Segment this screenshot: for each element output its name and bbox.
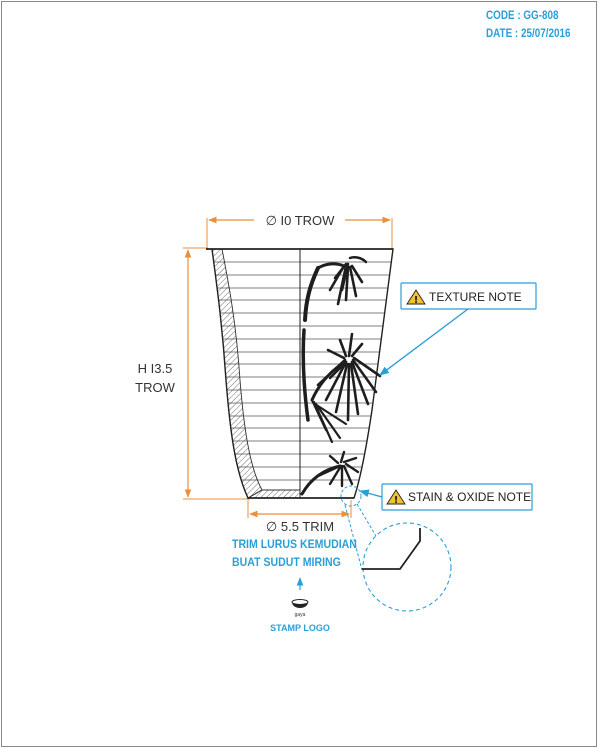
svg-text:!: ! bbox=[414, 295, 419, 306]
wall-section-hatch bbox=[211, 248, 263, 499]
height-dimension bbox=[183, 247, 250, 500]
instruction-line1: TRIM LURUS KEMUDIAN bbox=[232, 538, 357, 551]
top-diameter-dimension bbox=[206, 216, 393, 250]
stain-note-callout: ! STAIN & OXIDE NOTE bbox=[359, 483, 533, 511]
bottom-diameter-label: ∅ 5.5 TRIM bbox=[266, 519, 334, 534]
stamp-logo-label: STAMP LOGO bbox=[270, 623, 330, 633]
drawing-date: DATE : 25/07/2016 bbox=[486, 28, 571, 40]
height-label-line1: H I3.5 bbox=[138, 361, 173, 376]
product-code: CODE : GG-808 bbox=[486, 10, 559, 22]
stamp-logo-icon bbox=[291, 599, 309, 608]
pot-section-lines bbox=[212, 261, 300, 481]
stamp-mark-text: gaya bbox=[295, 612, 306, 618]
top-diameter-label: ∅ I0 TROW bbox=[266, 213, 336, 228]
base-detail-view bbox=[340, 485, 452, 612]
warning-icon: ! bbox=[386, 489, 406, 506]
svg-text:!: ! bbox=[394, 495, 399, 506]
stain-note-label: STAIN & OXIDE NOTE bbox=[408, 490, 531, 504]
palm-leaf-decoration bbox=[300, 255, 382, 496]
texture-note-callout: ! TEXTURE NOTE bbox=[379, 282, 537, 376]
height-label-line2: TROW bbox=[135, 380, 175, 395]
stamp-callout: gaya STAMP LOGO bbox=[270, 577, 330, 633]
texture-note-label: TEXTURE NOTE bbox=[429, 290, 522, 304]
bottom-diameter-dimension bbox=[247, 500, 352, 518]
warning-icon: ! bbox=[406, 289, 426, 306]
pot-drawing bbox=[206, 248, 394, 499]
instruction-line2: BUAT SUDUT MIRING bbox=[232, 556, 341, 569]
